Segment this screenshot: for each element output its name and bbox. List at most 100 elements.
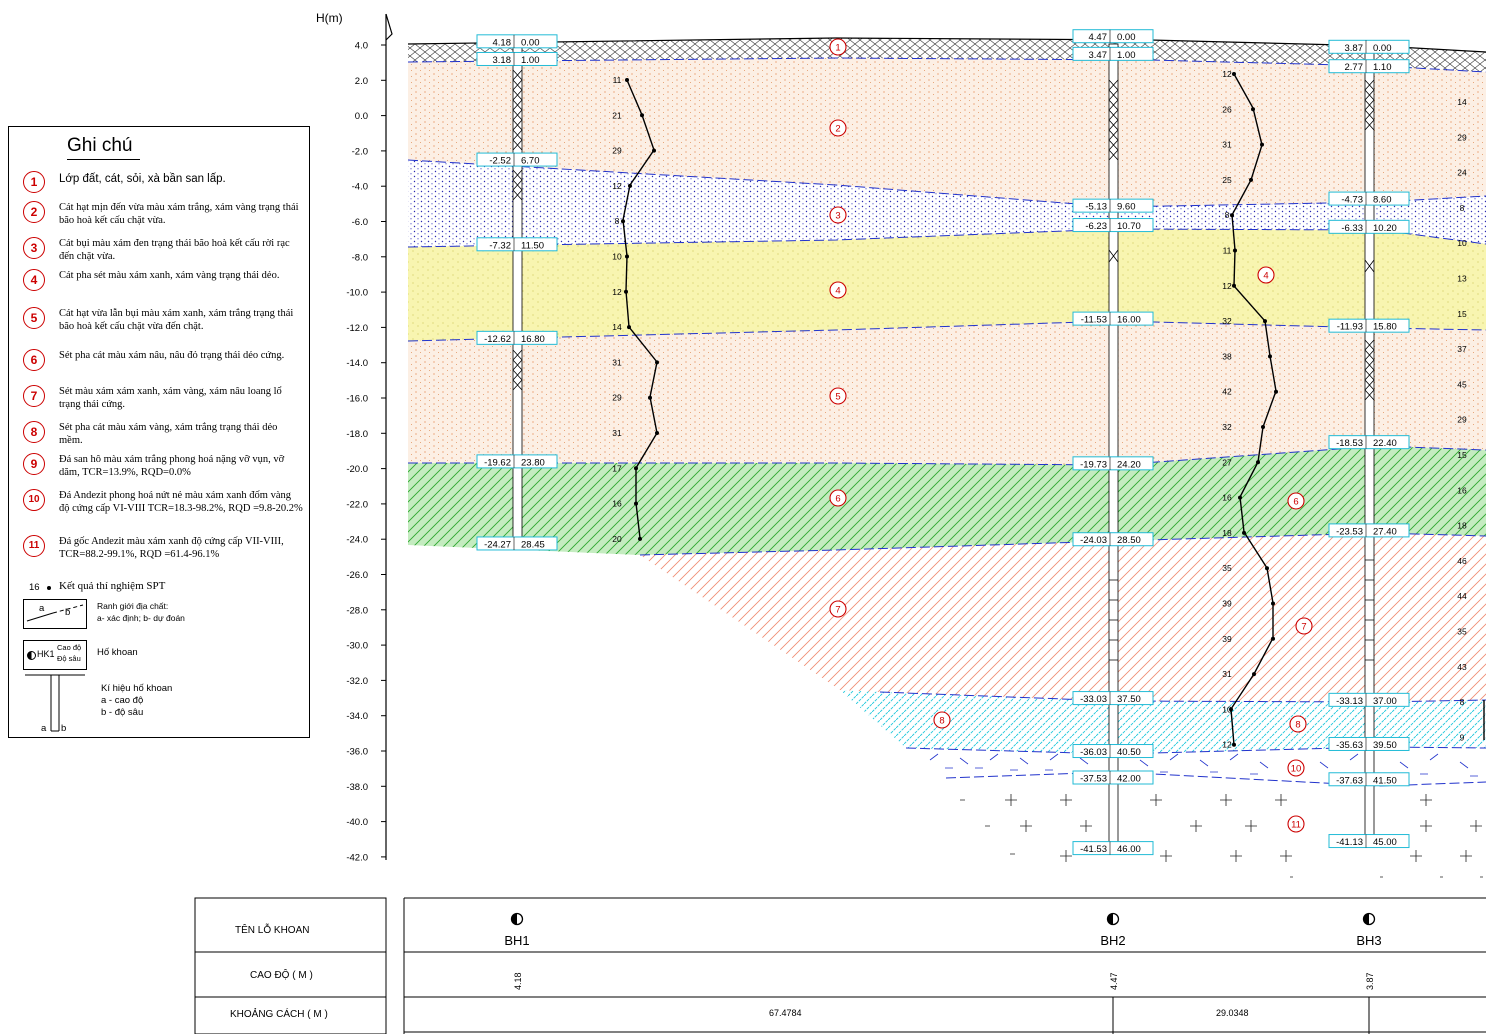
boundary-b: b [65,607,71,618]
layer-6-fill [408,446,1486,555]
spt-point [1233,248,1237,253]
axis-tick-label: -40.0 [346,817,368,828]
spt-value: 13 [1457,274,1467,284]
legend-title: Ghi chú [67,135,141,160]
label-elevation: -41.53 [1080,844,1107,855]
label-elevation: -12.62 [484,334,511,345]
label-elevation: -4.73 [1341,195,1363,206]
label-elevation: -35.63 [1336,740,1363,751]
layer-number-1: 1 [829,38,847,56]
bh1-column [512,43,523,545]
legend-item-text: Sét màu xám xám xanh, xám vàng, xám nâu … [59,386,282,410]
svg-text:2: 2 [835,124,840,135]
label-elevation: 4.18 [493,37,512,48]
layer-number-4: 4 [1257,266,1275,284]
spt-point [1242,530,1246,535]
spt-value: 27 [1222,457,1232,467]
spt-value: 12 [612,287,622,297]
spt-value: 46 [1457,556,1467,566]
spt-value: 14 [1457,97,1467,107]
label-depth: 45.00 [1373,837,1397,848]
spt-point [648,395,652,400]
hk-label: Hố khoan [97,647,138,658]
axis-tick-label: -16.0 [346,394,368,405]
label-depth: 27.40 [1373,526,1397,537]
table-row3-title: KHOẢNG CÁCH ( M ) [230,1007,328,1020]
spt-value: 10 [1457,238,1467,248]
depth-label-box: -41.53 46.00 [1072,841,1154,856]
spt-point [1256,460,1260,465]
axis-tick-label: -6.0 [352,217,368,228]
svg-text:6: 6 [835,494,840,505]
label-depth: 24.20 [1117,459,1141,470]
label-depth: 46.00 [1117,844,1141,855]
axis-tick-label: 4.0 [355,41,368,52]
axis-tick-label: -42.0 [346,852,368,863]
label-elevation: -11.53 [1081,315,1107,326]
legend-item-number: 4 [23,269,45,291]
spt-value: 31 [1222,669,1232,679]
table-bh-elevation: 4.47 [1109,972,1119,990]
label-elevation: -24.27 [484,539,511,550]
label-depth: 39.50 [1373,740,1397,751]
hk-half-circle-icon [27,651,36,660]
layer-number-8: 8 [1289,715,1307,733]
spt-point [1263,319,1267,324]
spt-value: 8 [1225,210,1230,220]
axis-tick-label: -12.0 [346,323,368,334]
legend-item-number: 1 [23,171,45,193]
table-bh-elevation: 3.87 [1365,972,1375,990]
axis-tick-label: -20.0 [346,464,368,475]
svg-text:8: 8 [1295,720,1300,731]
axis-tick-label: -28.0 [346,605,368,616]
label-elevation: -5.13 [1085,202,1107,213]
spt-value: 12 [612,181,622,191]
label-depth: 10.20 [1373,223,1397,234]
spt-point [638,536,642,541]
label-elevation: 3.47 [1089,50,1108,61]
spt-value: 43 [1457,662,1467,672]
spt-point [1230,213,1234,218]
spt-dot-icon [47,586,51,590]
label-depth: 16.80 [521,334,545,345]
label-elevation: -36.03 [1080,747,1107,758]
label-elevation: -7.32 [489,240,511,251]
layer-number-6: 6 [1287,492,1305,510]
layer-5-dots [408,321,1486,465]
spt-value: 16 [612,499,622,509]
spt-point [634,466,638,471]
label-depth: 41.50 [1373,775,1397,786]
bottom-table [194,897,1486,1034]
spt-value: 10 [612,252,622,262]
axis-tick-label: -22.0 [346,499,368,510]
layer-1-fill [408,38,1486,72]
spt-point [1232,742,1236,747]
svg-text:6: 6 [1293,497,1298,508]
spt-point [1268,354,1272,359]
label-depth: 37.50 [1117,694,1141,705]
spt-value: 31 [1222,140,1232,150]
layer-number-2: 2 [829,119,847,137]
axis-tick-label: -24.0 [346,535,368,546]
spt-value: 12 [1222,281,1232,291]
spt-point [634,501,638,506]
sym-a: a [41,723,47,734]
label-elevation: -33.13 [1336,696,1363,707]
spt-curve-bh2 [1230,73,1277,746]
legend-item-text: Đá Andezit phong hoá nứt nẻ màu xám xanh… [59,490,303,514]
svg-text:10: 10 [1291,764,1302,775]
table-row2-title: CAO ĐỘ ( M ) [250,968,313,981]
borehole-symbol-icon [25,674,85,732]
label-elevation: -11.93 [1337,322,1363,333]
spt-point [655,431,659,435]
spt-value: 45 [1457,379,1467,389]
label-depth: 1.00 [521,55,540,66]
